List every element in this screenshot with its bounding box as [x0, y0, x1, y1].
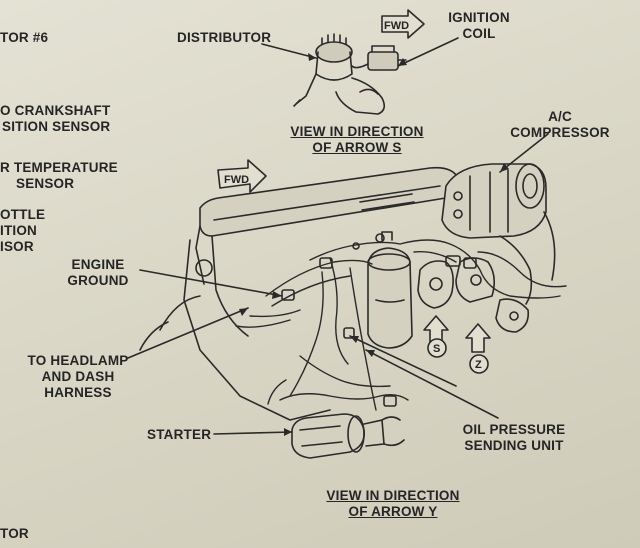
fwd-arrow-main-label: FWD	[224, 174, 249, 186]
margin-label-position-sensor: SITION SENSOR	[2, 119, 111, 134]
fwd-arrow-inset-label: FWD	[384, 20, 409, 32]
headlamp-harness-leader	[127, 307, 249, 359]
engine-block-drawing	[139, 166, 459, 421]
margin-label-throttle: OTTLE	[0, 207, 46, 222]
ignition-coil-label-line1: IGNITION	[448, 10, 510, 25]
view-arrow-s-caption-line1: VIEW IN DIRECTION	[290, 124, 424, 139]
engine-ground-label-line1: ENGINE	[71, 257, 125, 272]
ac-compressor-drawing	[441, 163, 556, 305]
distributor-leader	[261, 43, 317, 59]
direction-arrow-s: S	[423, 315, 449, 358]
margin-label-crankshaft: O CRANKSHAFT	[0, 103, 111, 118]
starter-drawing	[291, 413, 405, 459]
fwd-arrow-main: FWD	[217, 159, 267, 193]
headlamp-harness-label: TO HEADLAMP AND DASH HARNESS	[26, 353, 130, 401]
distributor-drawing	[293, 33, 386, 115]
headlamp-harness-label-line2: AND DASH	[41, 369, 115, 384]
margin-label-sensor: SENSOR	[16, 176, 75, 191]
engine-ground-leader	[139, 269, 283, 297]
headlamp-harness-label-line3: HARNESS	[44, 385, 112, 400]
oil-pressure-sending-unit-label: OIL PRESSURE SENDING UNIT	[452, 422, 576, 454]
view-arrow-s-caption: VIEW IN DIRECTION OF ARROW S	[282, 124, 432, 156]
oil-pressure-label-line2: SENDING UNIT	[464, 438, 564, 453]
direction-arrow-z: Z	[465, 323, 491, 374]
ac-compressor-leader	[499, 133, 549, 173]
view-arrow-y-caption-line1: VIEW IN DIRECTION	[326, 488, 460, 503]
oil-pressure-label-line1: OIL PRESSURE	[462, 422, 566, 437]
direction-arrow-s-label: S	[433, 343, 440, 355]
fwd-arrow-inset: FWD	[381, 9, 425, 39]
view-arrow-s-caption-line2: OF ARROW S	[312, 140, 402, 155]
margin-label-isor: ISOR	[0, 239, 34, 254]
margin-label-tor: TOR	[0, 526, 29, 541]
starter-label: STARTER	[147, 427, 212, 442]
headlamp-harness-label-line1: TO HEADLAMP	[27, 353, 129, 368]
ignition-coil-leader	[397, 37, 459, 67]
ignition-coil-label-line2: COIL	[462, 26, 496, 41]
engine-ground-label: ENGINE GROUND	[60, 257, 136, 289]
oil-filter-drawing	[367, 231, 413, 349]
distributor-label: DISTRIBUTOR	[177, 30, 272, 45]
starter-leader	[213, 431, 293, 435]
wiring-harness-drawing	[235, 239, 567, 411]
ac-compressor-label: A/C COMPRESSOR	[510, 109, 610, 141]
view-arrow-y-caption-line2: OF ARROW Y	[348, 504, 438, 519]
ac-compressor-label-line1: A/C	[548, 109, 572, 124]
oil-pressure-leader-2	[365, 349, 499, 419]
margin-label-tor6: TOR #6	[0, 30, 49, 45]
ac-compressor-label-line2: COMPRESSOR	[510, 125, 610, 140]
engine-ground-label-line2: GROUND	[67, 273, 129, 288]
connector-drawing	[281, 233, 477, 407]
oil-pressure-leader-1	[349, 335, 457, 387]
ignition-coil-label: IGNITION COIL	[440, 10, 518, 42]
view-arrow-y-caption: VIEW IN DIRECTION OF ARROW Y	[308, 488, 478, 520]
margin-label-temperature: R TEMPERATURE	[0, 160, 118, 175]
ignition-coil-drawing	[351, 45, 407, 71]
direction-arrow-z-label: Z	[475, 359, 482, 371]
margin-label-position: ITION	[0, 223, 37, 238]
